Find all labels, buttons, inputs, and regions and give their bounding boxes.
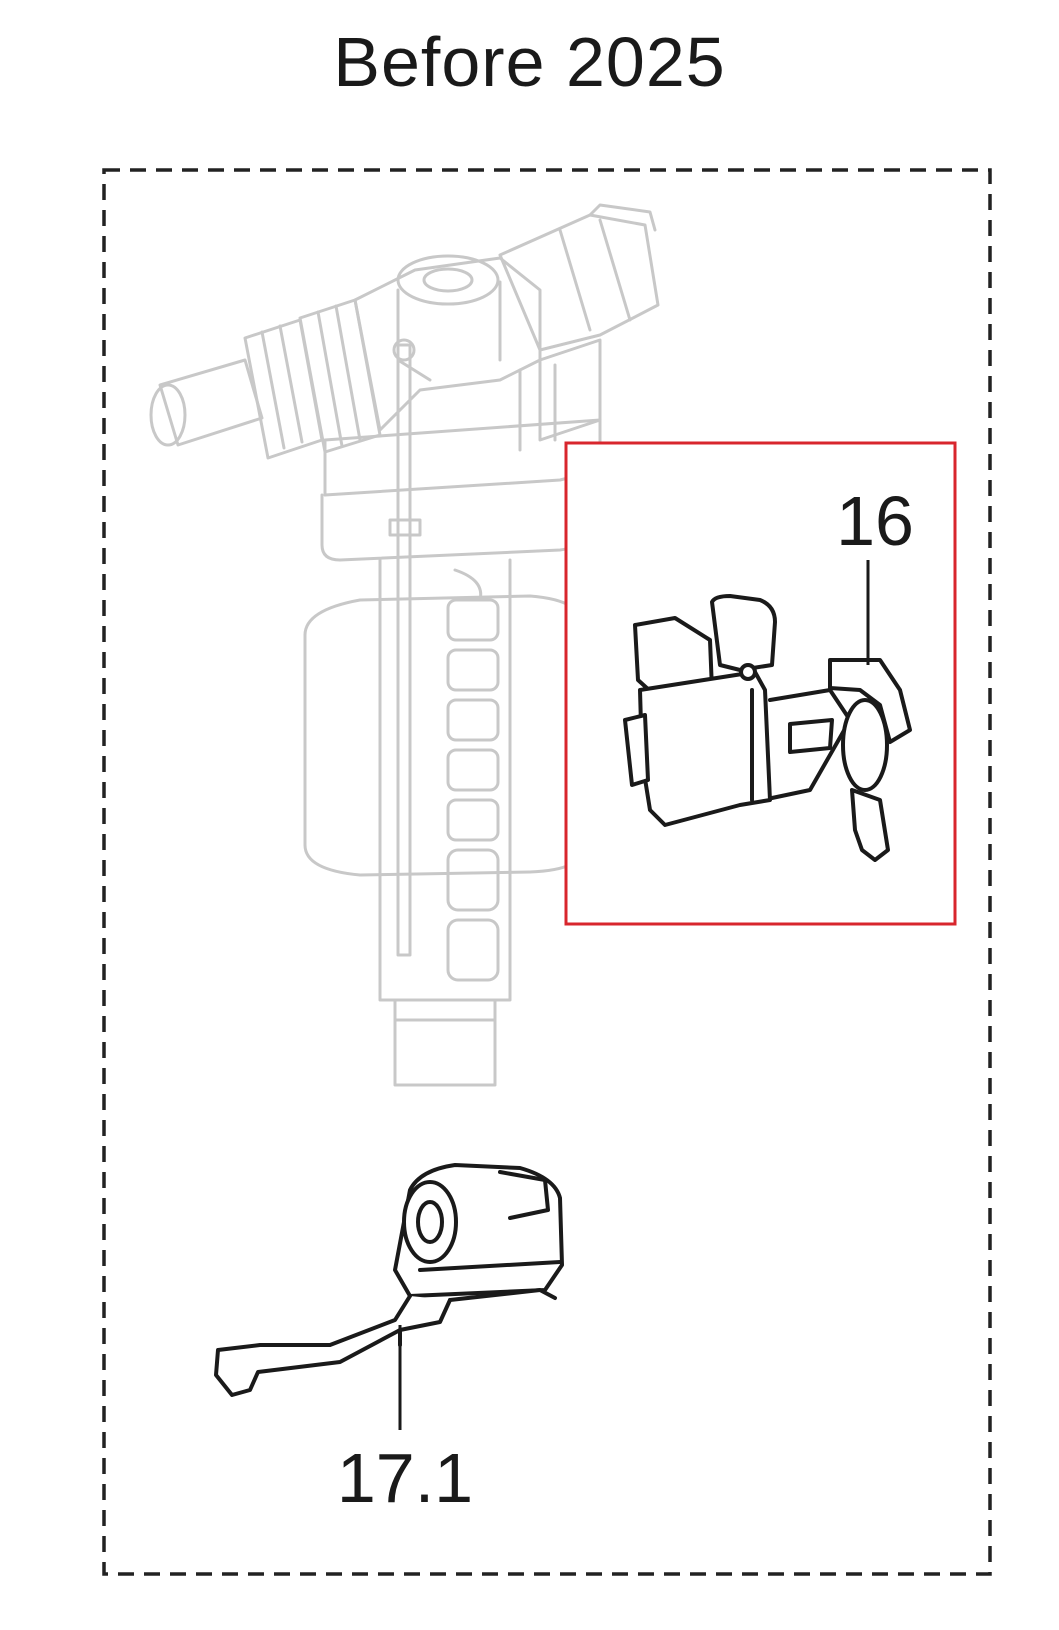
float-lever-icon: [214, 1163, 564, 1397]
callout-17-1: 17.1: [337, 1439, 473, 1517]
page-title: Before 2025: [333, 23, 726, 101]
dashed-group-frame: [102, 168, 992, 1576]
faded-fill-valve-icon: [149, 203, 660, 1087]
valve-clip-icon: [623, 594, 912, 862]
callout-16: 16: [836, 482, 914, 560]
